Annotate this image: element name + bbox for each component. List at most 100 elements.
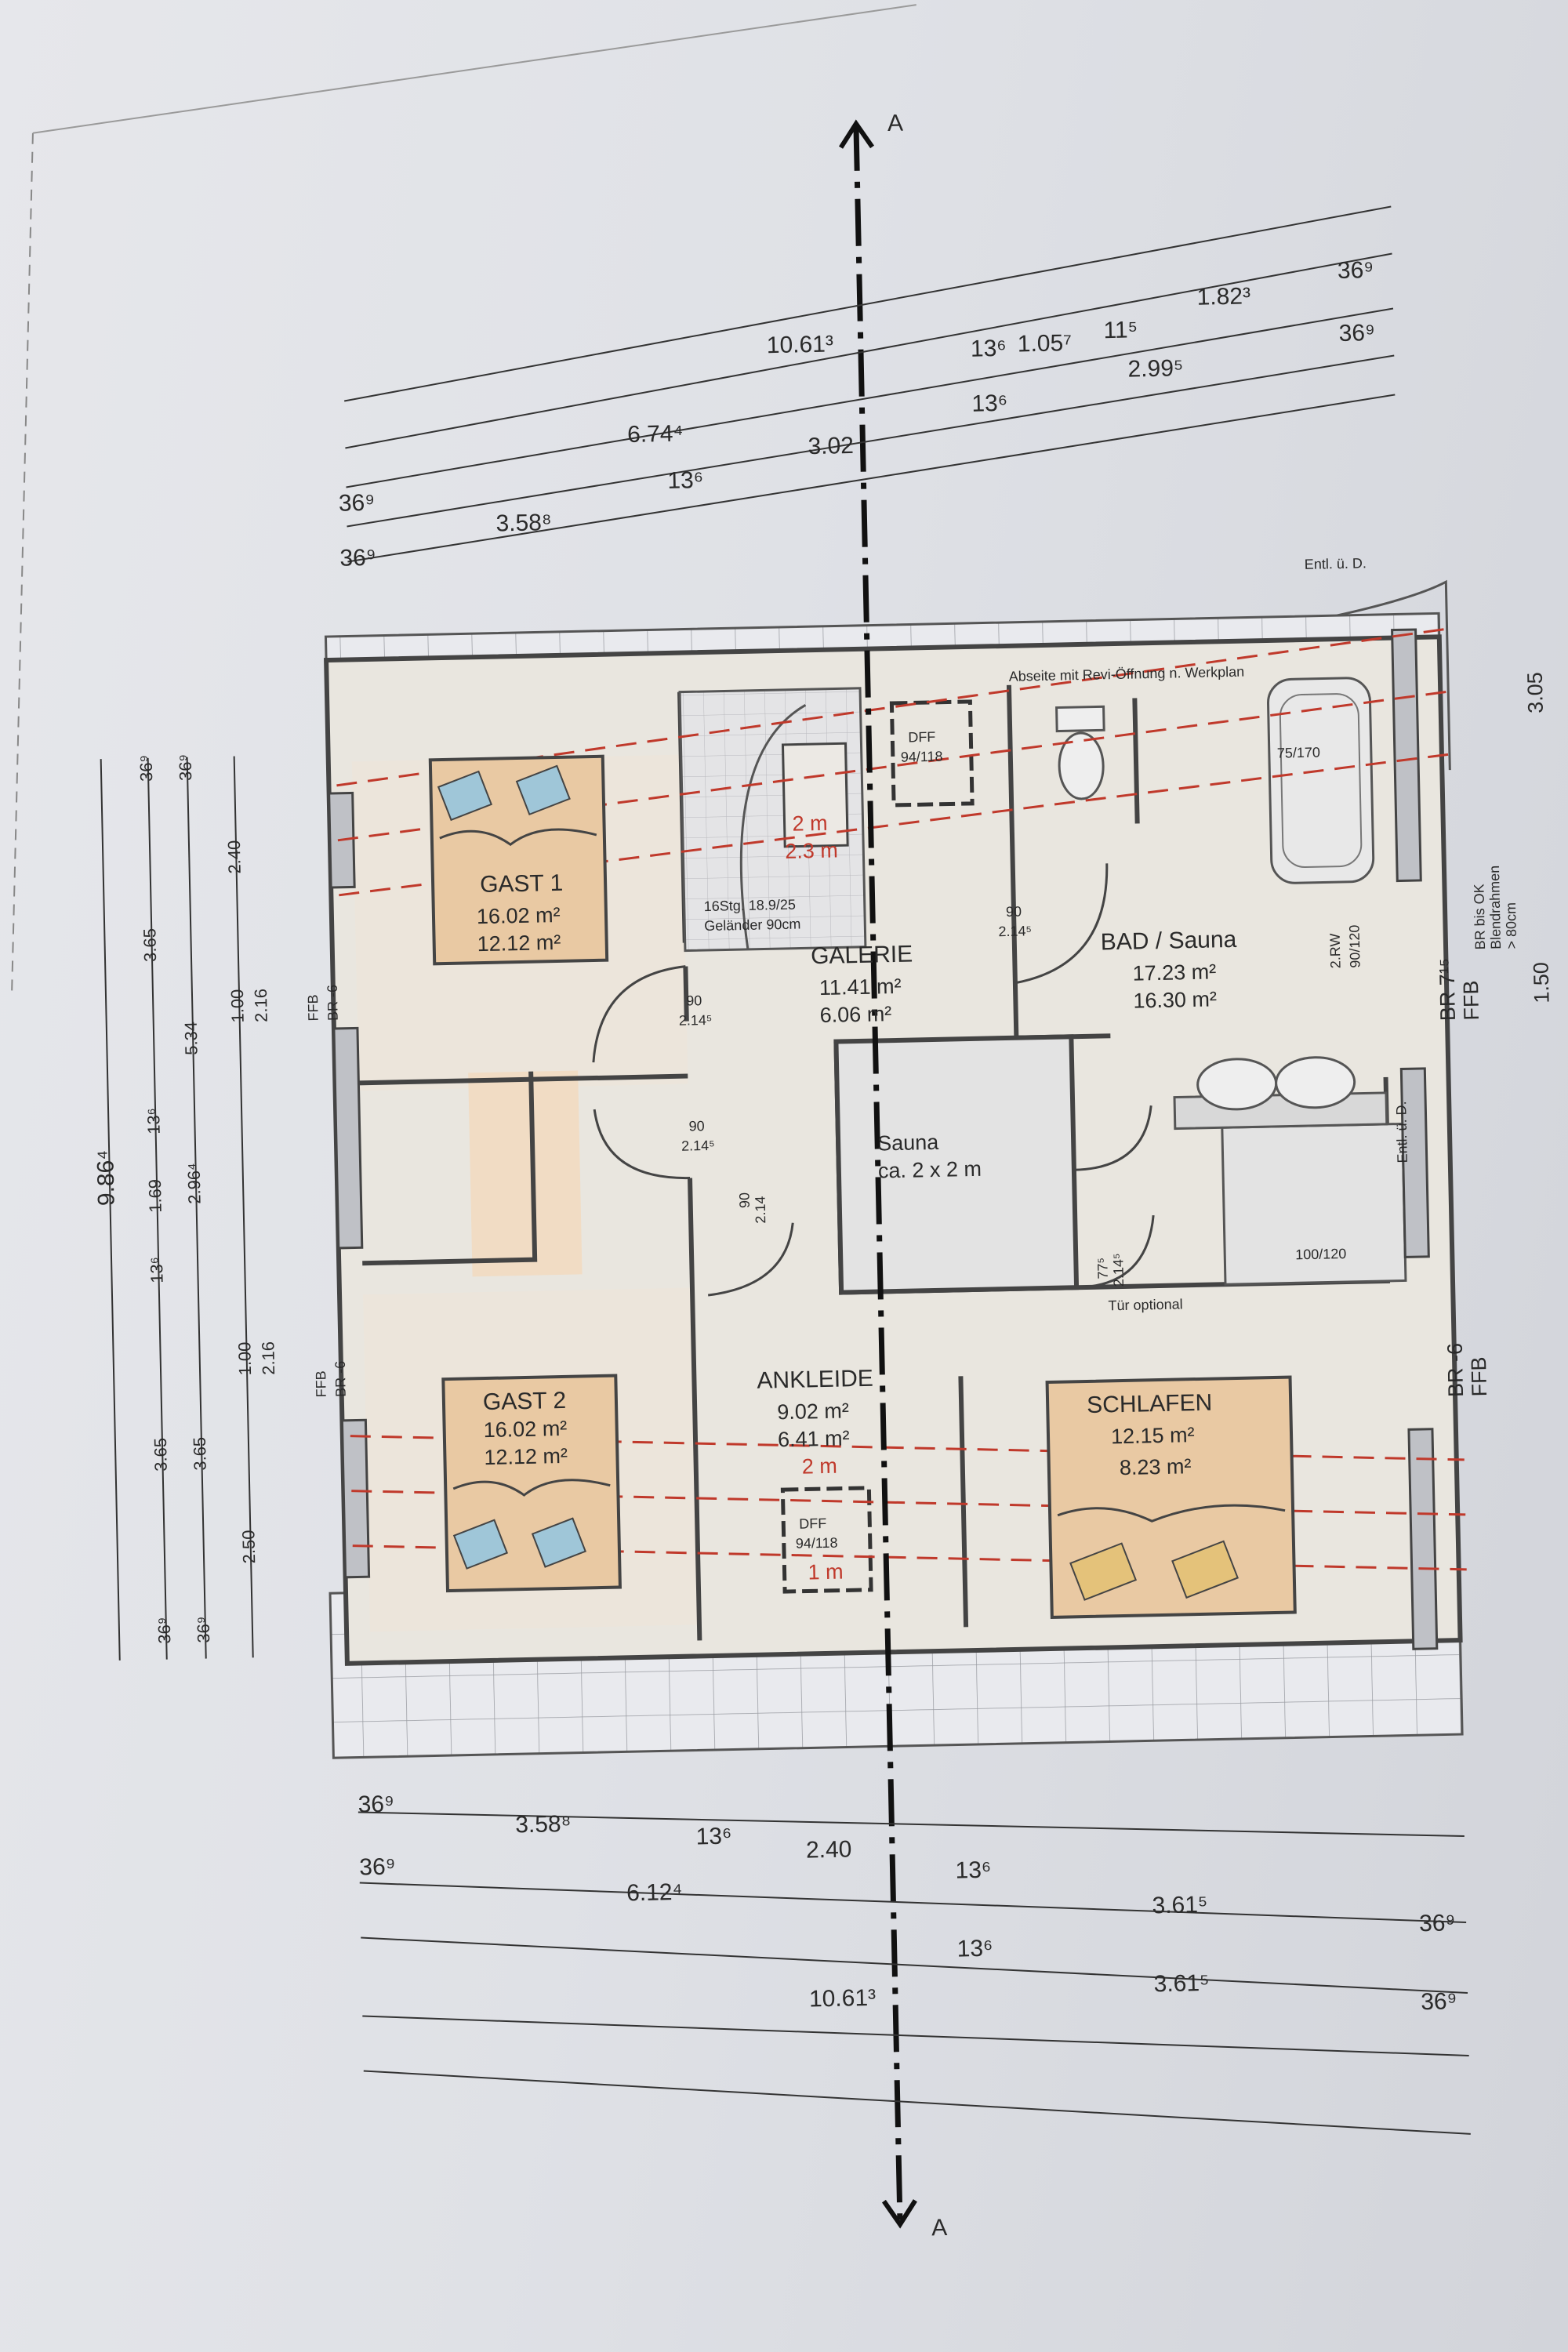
svg-text:3.61⁵: 3.61⁵ (1153, 1970, 1210, 1997)
svg-text:13⁶: 13⁶ (667, 467, 703, 494)
svg-text:3.05: 3.05 (1523, 672, 1548, 713)
stair-curve (739, 703, 807, 950)
svg-text:1.69: 1.69 (145, 1179, 165, 1213)
svg-text:BR -6: BR -6 (325, 985, 341, 1021)
dims-top: 13⁶ 1.05⁷ 11⁵ 1.82³ 36⁹ 10.61³ 13⁶ 2.99⁵… (339, 257, 1376, 572)
svg-text:2.16: 2.16 (251, 989, 271, 1022)
svg-text:94/118: 94/118 (901, 749, 943, 765)
svg-text:90/120: 90/120 (1346, 924, 1363, 967)
svg-text:2.96⁴: 2.96⁴ (183, 1163, 204, 1204)
svg-text:2.40: 2.40 (224, 840, 245, 874)
svg-text:6.06 m²: 6.06 m² (819, 1002, 891, 1027)
svg-text:GALERIE: GALERIE (811, 942, 913, 970)
svg-text:36⁹: 36⁹ (1338, 320, 1375, 347)
dim-lines-top (343, 205, 1396, 563)
svg-text:11⁵: 11⁵ (1103, 317, 1138, 343)
room-schlafen: SCHLAFEN 12.15 m² 8.23 m² (1087, 1390, 1213, 1479)
svg-text:1.00: 1.00 (234, 1341, 255, 1375)
svg-text:3.61⁵: 3.61⁵ (1152, 1892, 1208, 1918)
peach-zone (468, 1070, 583, 1277)
svg-text:36⁹: 36⁹ (176, 754, 196, 781)
svg-text:3.65: 3.65 (190, 1437, 210, 1471)
section-line (853, 123, 903, 2225)
svg-text:2.14: 2.14 (753, 1196, 769, 1223)
svg-text:90: 90 (686, 993, 702, 1008)
svg-text:13⁶: 13⁶ (955, 1857, 991, 1884)
svg-text:13⁶: 13⁶ (971, 336, 1007, 362)
windows (328, 628, 1439, 1650)
svg-text:13⁶: 13⁶ (147, 1257, 167, 1283)
svg-text:GAST 2: GAST 2 (483, 1388, 567, 1415)
svg-text:BR bis OK: BR bis OK (1471, 884, 1488, 949)
bathtub-inner (1279, 693, 1363, 868)
section-marker-top (839, 119, 874, 149)
svg-text:GAST 1: GAST 1 (480, 870, 564, 898)
svg-text:94/118: 94/118 (796, 1535, 838, 1552)
door-swings (592, 863, 1155, 1297)
svg-text:6.74⁴: 6.74⁴ (627, 420, 684, 447)
toilet (1058, 731, 1105, 800)
bed-gast1 (428, 754, 609, 966)
svg-text:13⁶: 13⁶ (971, 390, 1007, 417)
svg-text:FFB: FFB (1459, 980, 1483, 1021)
svg-text:90: 90 (736, 1192, 752, 1208)
svg-text:Blendrahmen: Blendrahmen (1486, 866, 1504, 949)
svg-text:10.61³: 10.61³ (766, 331, 833, 358)
sheet-border-top (32, 4, 916, 134)
svg-text:16.02 m²: 16.02 m² (483, 1417, 567, 1442)
dff-bottom-box (780, 1486, 873, 1594)
dim-lines-left (100, 756, 254, 1661)
svg-text:Tür optional: Tür optional (1108, 1296, 1182, 1313)
svg-text:2.3 m: 2.3 m (785, 838, 838, 862)
svg-text:3.58⁸: 3.58⁸ (495, 510, 552, 536)
svg-text:12.12 m²: 12.12 m² (477, 931, 561, 956)
svg-text:2.99⁵: 2.99⁵ (1127, 355, 1184, 382)
dims-bottom: 36⁹ 3.58⁸ 13⁶ 2.40 13⁶ 36⁹ 6.12⁴ 3.61⁵ 3… (358, 1791, 1457, 2016)
dff-top-label: DFF 94/118 (901, 729, 943, 765)
svg-text:13⁶: 13⁶ (695, 1824, 731, 1850)
svg-text:77⁵: 77⁵ (1094, 1258, 1111, 1279)
svg-text:Entl. ü. D.: Entl. ü. D. (1393, 1101, 1410, 1163)
room-gast1: GAST 1 16.02 m² 12.12 m² (477, 870, 564, 956)
svg-text:2.50: 2.50 (238, 1530, 259, 1563)
svg-text:36⁹: 36⁹ (136, 755, 157, 782)
notes: Abseite mit Revi-Öffnung n. Werkplan Ent… (305, 555, 1554, 1397)
svg-text:DFF: DFF (799, 1515, 826, 1532)
roof-curve-right (1336, 579, 1451, 771)
svg-text:3.65: 3.65 (140, 928, 160, 962)
stair-eye (781, 742, 849, 848)
svg-text:12.15 m²: 12.15 m² (1111, 1423, 1195, 1448)
room-bad: BAD / Sauna 17.23 m² 16.30 m² (1101, 927, 1237, 1013)
svg-text:10.61³: 10.61³ (809, 1985, 877, 2013)
svg-text:36⁹: 36⁹ (1421, 1988, 1457, 2015)
room-ankleide: ANKLEIDE 9.02 m² 6.41 m² 2 m (757, 1366, 873, 1479)
svg-text:8.23 m²: 8.23 m² (1120, 1454, 1192, 1479)
room-gast2: GAST 2 16.02 m² 12.12 m² (483, 1388, 568, 1469)
svg-text:Sauna: Sauna (877, 1131, 940, 1156)
svg-text:1.82³: 1.82³ (1196, 283, 1250, 310)
svg-text:9.86⁴: 9.86⁴ (93, 1149, 119, 1206)
toilet-tank (1055, 705, 1105, 733)
svg-text:36⁹: 36⁹ (1419, 1910, 1456, 1936)
svg-text:2.40: 2.40 (806, 1836, 852, 1863)
svg-text:2.RW: 2.RW (1327, 933, 1344, 968)
svg-text:36⁹: 36⁹ (339, 490, 376, 517)
svg-text:16.30 m²: 16.30 m² (1133, 987, 1217, 1012)
svg-text:2 m: 2 m (801, 1454, 837, 1479)
svg-text:36⁹: 36⁹ (1338, 257, 1374, 284)
svg-text:9.02 m²: 9.02 m² (777, 1399, 849, 1424)
svg-text:100/120: 100/120 (1295, 1246, 1346, 1262)
svg-text:36⁹: 36⁹ (339, 545, 376, 572)
room-galerie: GALERIE 11.41 m² 6.06 m² (811, 942, 913, 1027)
svg-text:16.02 m²: 16.02 m² (477, 903, 561, 928)
svg-text:3.58⁸: 3.58⁸ (515, 1811, 572, 1838)
svg-text:1 m: 1 m (808, 1560, 844, 1584)
svg-text:2.14⁵: 2.14⁵ (1110, 1253, 1127, 1287)
svg-text:36⁹: 36⁹ (359, 1854, 396, 1881)
dims-left: 9.86⁴ 36⁹ 3.65 13⁶ 1.69 13⁶ 3.65 36⁹ 36⁹… (93, 754, 278, 1644)
svg-text:2.14⁵: 2.14⁵ (681, 1138, 715, 1154)
svg-text:36⁹: 36⁹ (358, 1791, 394, 1818)
svg-text:6.41 m²: 6.41 m² (778, 1426, 850, 1451)
section-marker-bottom (881, 2199, 917, 2229)
